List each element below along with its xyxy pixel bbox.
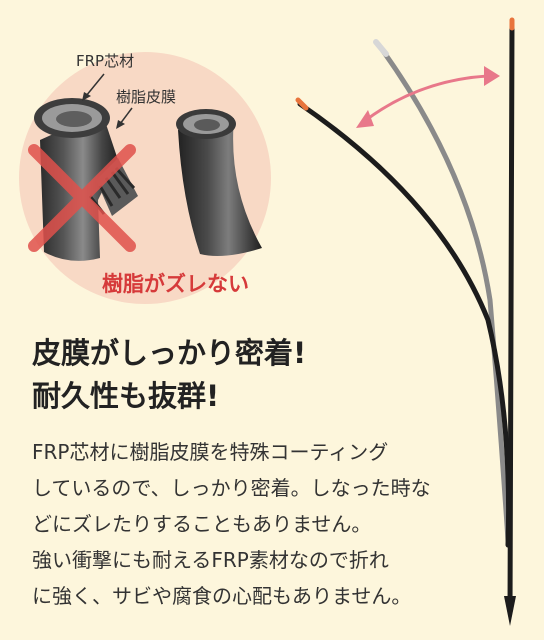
headline-line: 皮膜がしっかり密着!	[32, 336, 307, 370]
description-line: FRP芯材に樹脂皮膜を特殊コーティング	[32, 440, 389, 464]
description-line: どにズレたりすることもありません。	[32, 512, 372, 536]
description-line: に強く、サビや腐食の心配もありません。	[32, 584, 412, 608]
description: FRP芯材に樹脂皮膜を特殊コーティング しているので、しっかり密着。しなった時な…	[32, 434, 487, 614]
frp-core-label: FRP芯材	[76, 52, 135, 70]
cross-icon	[28, 144, 136, 252]
diagram-caption: 樹脂がズレない	[102, 272, 249, 296]
description-line: しているので、しっかり密着。しなった時な	[32, 476, 431, 500]
flex-arrow-icon	[356, 66, 500, 128]
bad-tube-icon	[34, 98, 138, 261]
label-pointer-icon	[82, 73, 133, 129]
description-line: 強い衝撃にも耐えるFRP素材なので折れ	[32, 548, 389, 572]
rod-bent-icon	[297, 101, 512, 548]
rod-straight-icon	[507, 19, 515, 615]
good-tube-icon	[176, 109, 262, 256]
rod-ghost-icon	[375, 41, 511, 543]
headline: 皮膜がしっかり密着! 耐久性も抜群!	[32, 332, 372, 418]
headline-line: 耐久性も抜群!	[32, 379, 220, 413]
resin-film-label: 樹脂皮膜	[116, 88, 177, 106]
